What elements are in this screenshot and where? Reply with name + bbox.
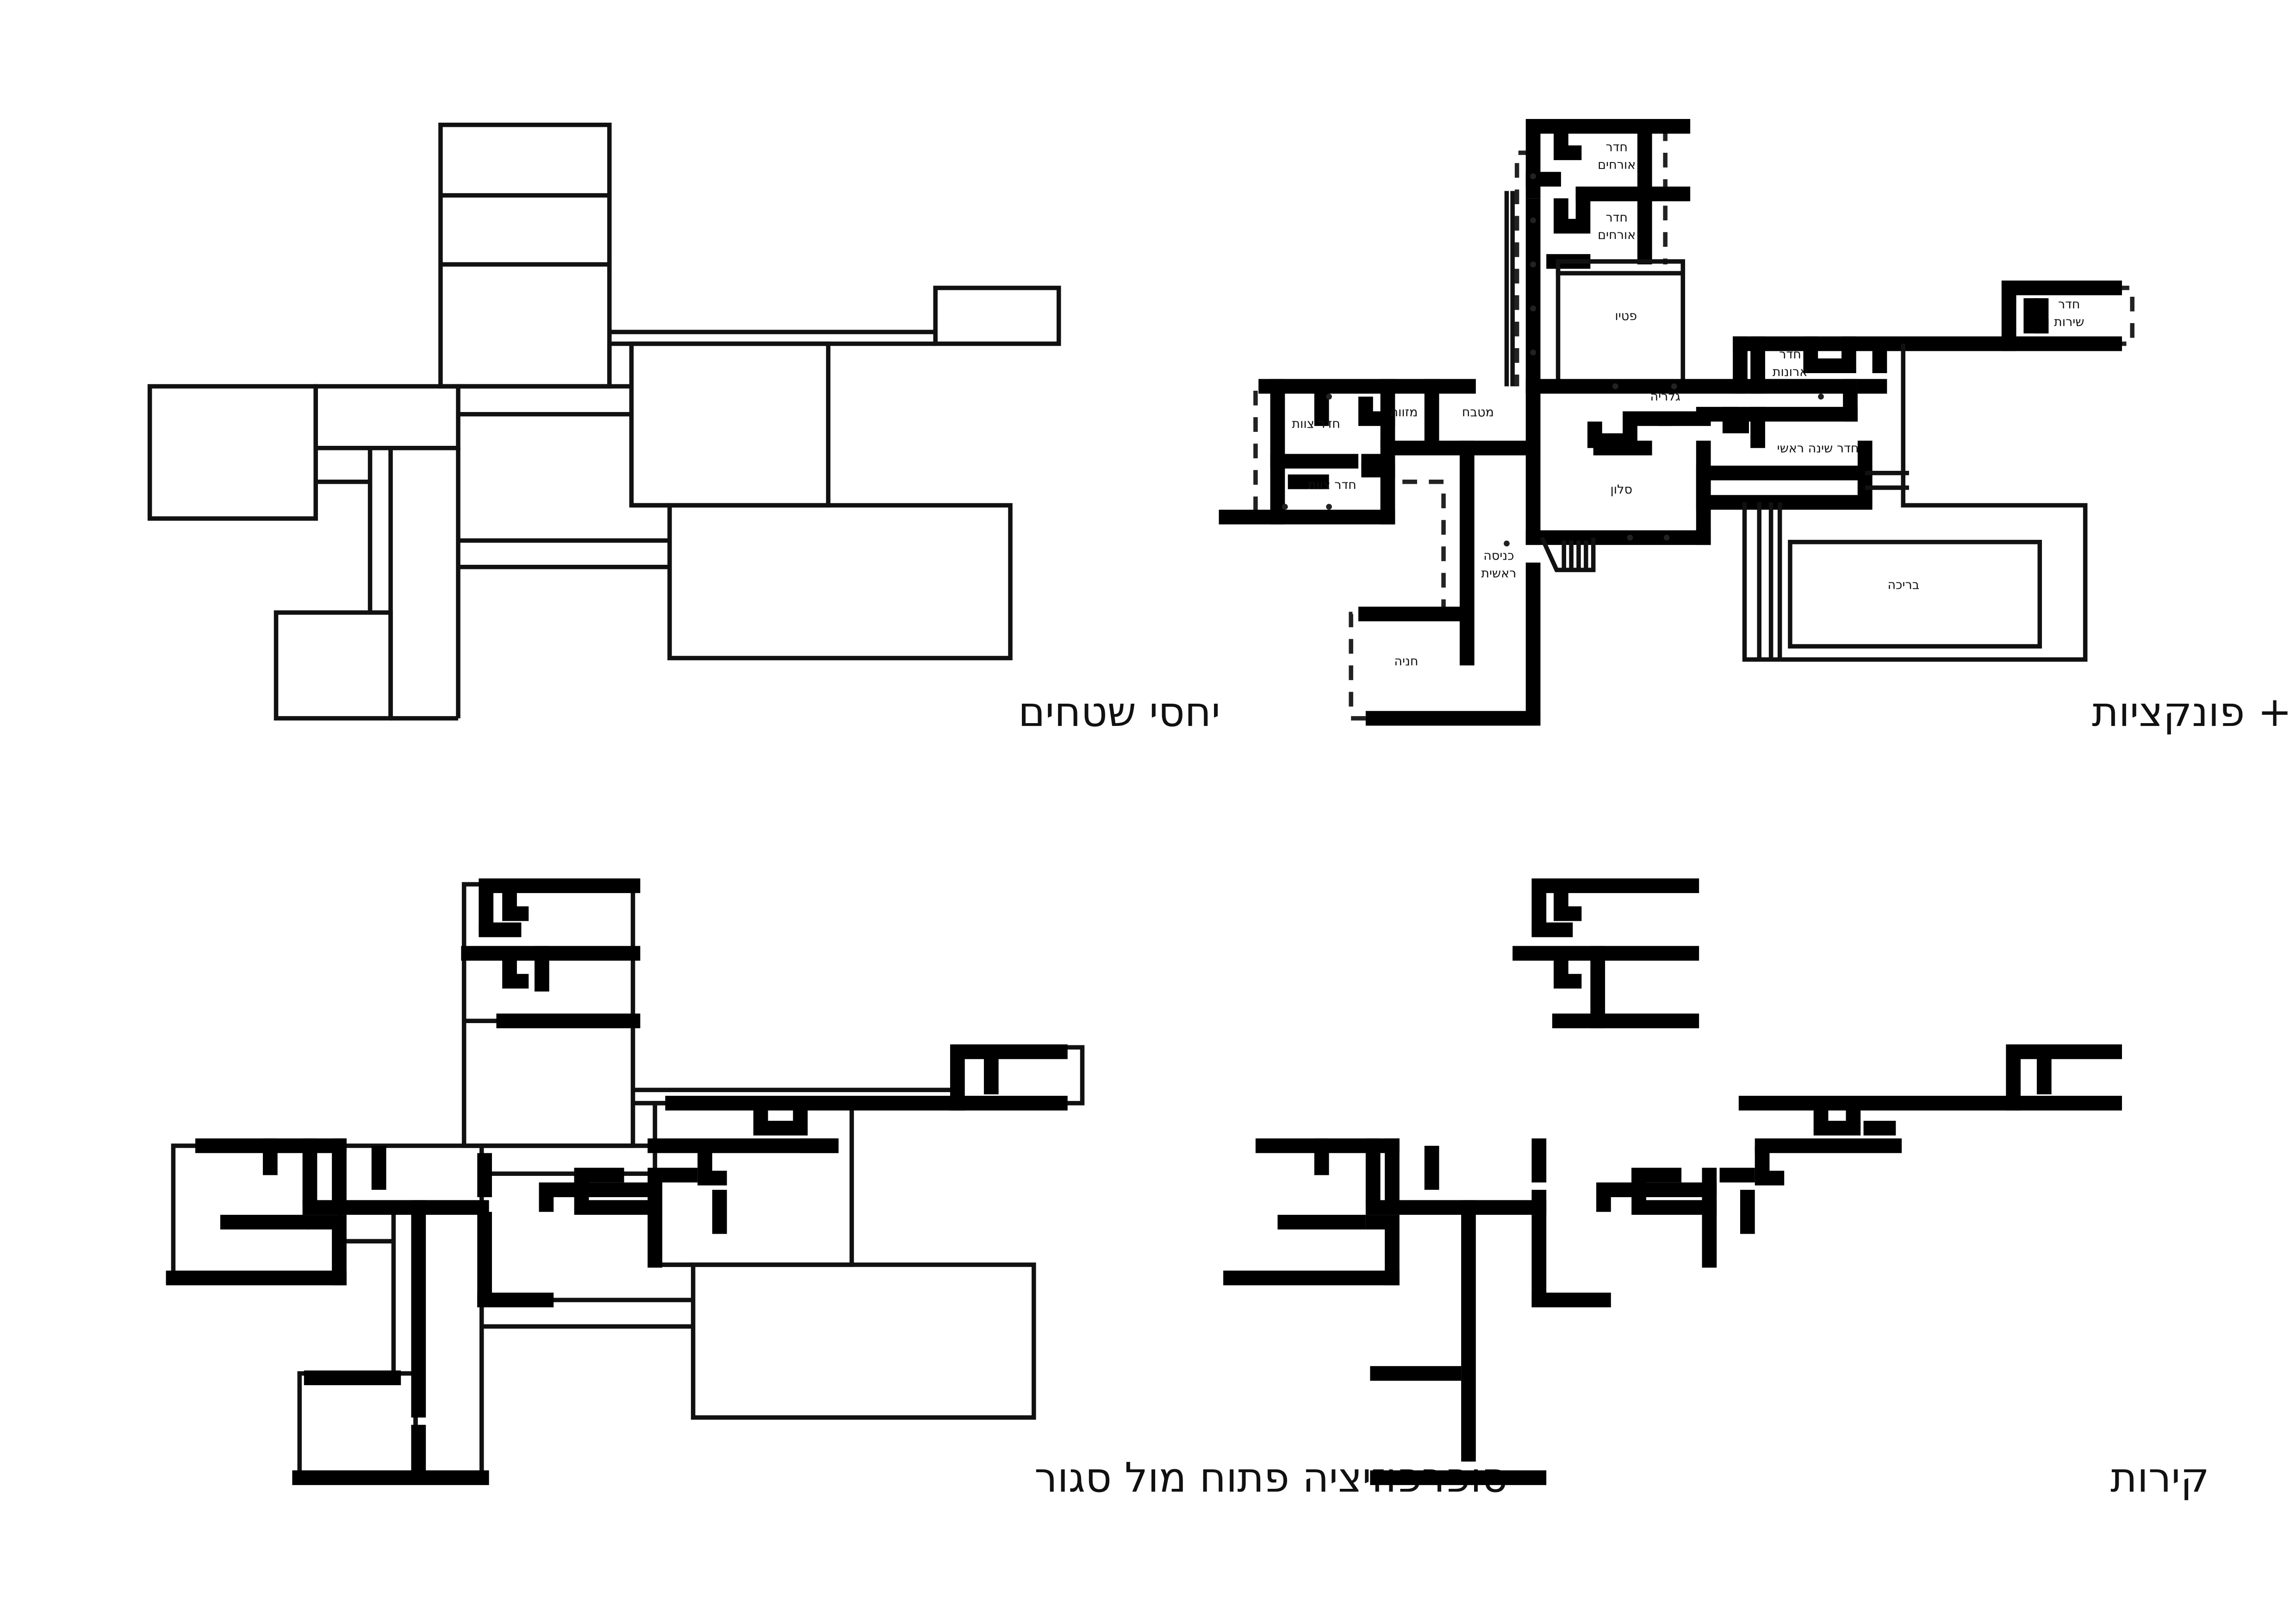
walls-panel — [1223, 878, 2122, 1485]
general-plan-walls — [1219, 119, 2134, 726]
parking-label: חניה — [1394, 654, 1418, 668]
guest-room-1-label-b: אורחים — [1598, 158, 1636, 172]
guest-room-1-label-a: חדר — [1605, 140, 1628, 155]
area-relations-title: יחסי שטחים — [1018, 688, 1220, 736]
service-room-label-a: חדר — [2058, 298, 2080, 312]
main-entrance-label-b: ראשית — [1481, 566, 1516, 581]
general-plan-panel: חדר אורחים חדר אורחים פטיו חדר שירות חדר… — [1219, 119, 2134, 726]
master-bedroom-label: חדר שינה ראשי — [1777, 442, 1859, 456]
general-plan-labels: חדר אורחים חדר אורחים פטיו חדר שירות חדר… — [1292, 140, 2084, 668]
pantry-label: מזווה — [1390, 406, 1418, 420]
kitchen-label: מטבח — [1462, 406, 1494, 420]
gallery-label: גלריה — [1650, 390, 1680, 404]
walls-title: קירות — [2110, 1454, 2209, 1501]
pool-label: בריכה — [1888, 578, 1920, 592]
superposition-walls — [166, 878, 1068, 1485]
staff-room-1-label: חדר צוות — [1292, 417, 1340, 431]
main-entrance-label-a: כניסה — [1483, 549, 1514, 563]
wardrobe-label-b: ארונות — [1773, 365, 1808, 380]
guest-room-2-label-b: אורחים — [1598, 228, 1636, 243]
area-relations-diagram — [147, 122, 1061, 721]
general-plan-columns — [1282, 173, 1824, 547]
patio-label: פטיו — [1615, 309, 1637, 324]
superposition-panel — [166, 878, 1085, 1485]
wardrobe-label-a: חדר — [1779, 348, 1801, 362]
general-plan-title: תוכנית כללית + פונקציות — [2092, 688, 2296, 736]
area-relations-panel — [147, 122, 1061, 721]
staff-room-2-label: חדר צוות — [1308, 478, 1356, 492]
service-room-label-b: שירות — [2054, 315, 2084, 330]
guest-room-2-label-a: חדר — [1605, 211, 1628, 225]
walls-diagram — [1223, 878, 2122, 1485]
living-room-label: סלון — [1610, 482, 1632, 497]
